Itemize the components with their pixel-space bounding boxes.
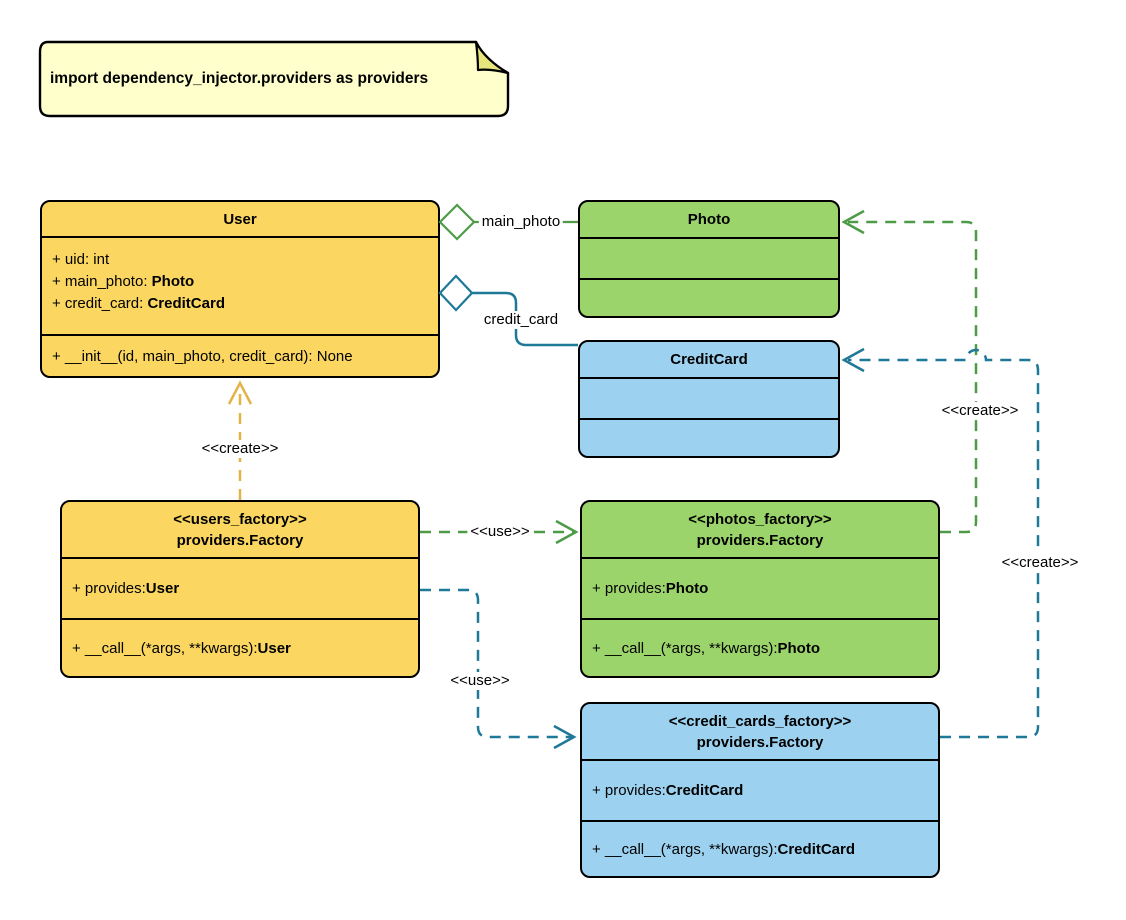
class-users-factory-title: <<users_factory>> providers.Factory	[62, 502, 418, 557]
attribute: + provides:	[72, 580, 146, 597]
class-photos-factory[interactable]: <<photos_factory>> providers.Factory + p…	[580, 500, 940, 678]
attribute: + main_photo: Photo	[52, 273, 195, 290]
title: providers.Factory	[696, 531, 824, 549]
stereotype: <<users_factory>>	[173, 510, 307, 528]
open-arrowhead-icon	[227, 380, 253, 405]
open-arrowhead-icon	[555, 519, 579, 545]
title: providers.Factory	[696, 733, 824, 751]
open-arrowhead-icon	[841, 209, 865, 235]
method: + __call__(*args, **kwargs):	[592, 639, 778, 657]
class-photo[interactable]: Photo	[578, 200, 840, 318]
aggregation-diamond-icon	[438, 203, 476, 241]
class-credit-card-title: CreditCard	[670, 351, 748, 368]
class-user-methods: + __init__(id, main_photo, credit_card):…	[42, 334, 438, 376]
class-photos-factory-methods: + __call__(*args, **kwargs): Photo	[582, 618, 938, 676]
edge-label-create-user: <<create>>	[198, 440, 282, 458]
attribute: + provides:	[592, 782, 666, 799]
edge-label-use-photos: <<use>>	[467, 523, 533, 541]
note-fold-icon	[474, 40, 510, 75]
class-users-factory[interactable]: <<users_factory>> providers.Factory + pr…	[60, 500, 420, 678]
stereotype: <<photos_factory>>	[688, 510, 832, 528]
edge-create-photo[interactable]	[841, 209, 978, 534]
class-users-factory-methods: + __call__(*args, **kwargs): User	[62, 618, 418, 676]
note-text: import dependency_injector.providers as …	[50, 70, 429, 87]
class-credit-card-attributes	[580, 377, 838, 418]
aggregation-diamond-icon	[438, 274, 474, 312]
edge-label-create-photo: <<create>>	[938, 402, 1022, 420]
edge-label-main-photo: main_photo	[478, 213, 564, 231]
method: + __init__(id, main_photo, credit_card):…	[52, 347, 353, 365]
class-user-title: User	[223, 210, 257, 228]
title: providers.Factory	[176, 531, 304, 549]
note[interactable]: import dependency_injector.providers as …	[38, 40, 510, 118]
class-credit-cards-factory[interactable]: <<credit_cards_factory>> providers.Facto…	[580, 702, 940, 878]
edge-use-credit-cards-factory[interactable]	[420, 588, 577, 750]
class-photo-attributes	[580, 237, 838, 278]
class-credit-cards-factory-attributes: + provides: CreditCard	[582, 759, 938, 820]
attribute: + provides:	[592, 580, 666, 597]
method: + __call__(*args, **kwargs):	[72, 639, 258, 657]
attribute: + credit_card: CreditCard	[52, 295, 225, 312]
attribute: + uid: int	[52, 251, 110, 268]
open-arrowhead-icon	[841, 347, 865, 373]
class-photo-title: Photo	[687, 211, 731, 228]
edge-label-use-credit-cards: <<use>>	[447, 672, 513, 690]
class-users-factory-attributes: + provides: User	[62, 557, 418, 618]
edge-label-credit-card: credit_card	[480, 311, 562, 329]
class-photos-factory-attributes: + provides: Photo	[582, 557, 938, 618]
class-photo-methods	[580, 278, 838, 316]
class-photos-factory-title: <<photos_factory>> providers.Factory	[582, 502, 938, 557]
stereotype: <<credit_cards_factory>>	[668, 712, 852, 730]
class-user[interactable]: User + uid: int + main_photo: Photo + cr…	[40, 200, 440, 378]
class-credit-cards-factory-methods: + __call__(*args, **kwargs): CreditCard	[582, 820, 938, 876]
class-credit-card-methods	[580, 418, 838, 456]
note-shape	[38, 40, 510, 118]
edge-label-create-credit-card: <<create>>	[998, 554, 1082, 572]
class-credit-card[interactable]: CreditCard	[578, 340, 840, 458]
open-arrowhead-icon	[553, 724, 577, 750]
class-user-attributes: + uid: int + main_photo: Photo + credit_…	[42, 236, 438, 334]
method: + __call__(*args, **kwargs):	[592, 840, 778, 858]
class-credit-cards-factory-title: <<credit_cards_factory>> providers.Facto…	[582, 704, 938, 759]
